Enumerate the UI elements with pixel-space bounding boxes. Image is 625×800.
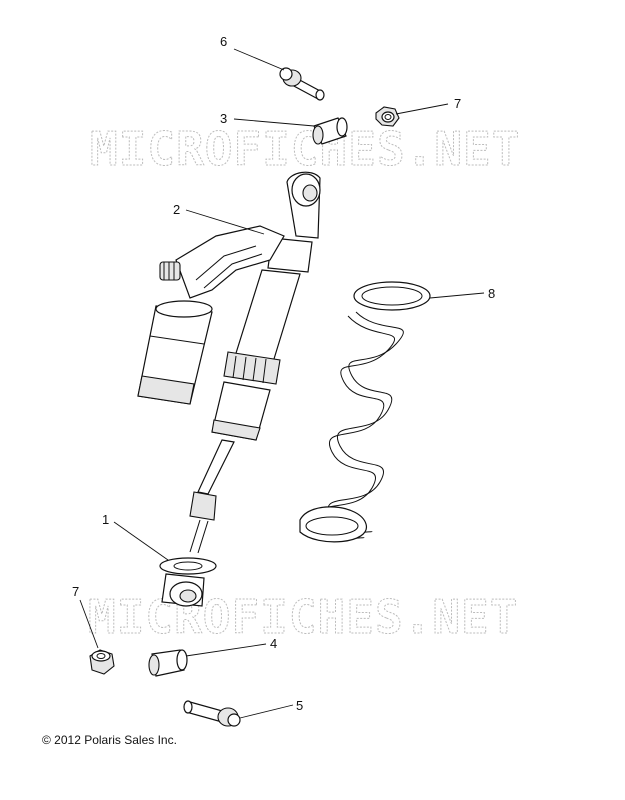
coil-spring-part-8 [299, 281, 431, 543]
bolt-part-5 [183, 700, 241, 727]
shock-body-part-2 [137, 171, 321, 441]
callout-1: 1 [102, 512, 109, 527]
callout-3: 3 [220, 111, 227, 126]
watermark-top: MICROFICHES.NET [90, 122, 520, 176]
callout-6: 6 [220, 34, 227, 49]
watermark-bottom: MICROFICHES.NET [88, 590, 518, 644]
nut-part-7-bottom [89, 649, 115, 675]
sleeve-part-4 [148, 649, 188, 677]
callout-4: 4 [270, 636, 277, 651]
callout-7-top: 7 [454, 96, 461, 111]
callout-7-bottom: 7 [72, 584, 79, 599]
leader-lines [79, 48, 485, 719]
sleeve-part-3 [312, 117, 348, 145]
callout-8: 8 [488, 286, 495, 301]
shaft-part-1 [159, 439, 235, 607]
bolt-part-6 [279, 67, 325, 101]
callout-5: 5 [296, 698, 303, 713]
callout-2: 2 [173, 202, 180, 217]
nut-part-7-top [375, 106, 400, 127]
copyright-text: © 2012 Polaris Sales Inc. [42, 733, 177, 747]
